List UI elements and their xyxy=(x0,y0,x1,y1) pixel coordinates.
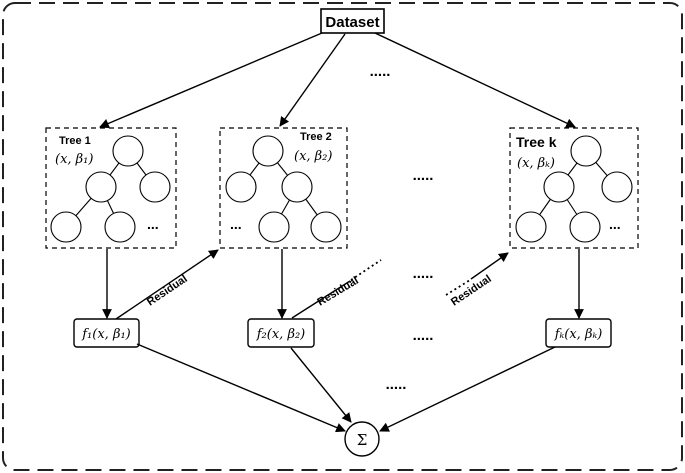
tree-2-node xyxy=(225,171,257,203)
sum-node: Σ xyxy=(344,421,380,457)
residual-arrow-2 xyxy=(291,280,351,319)
arrow-dataset-tree2 xyxy=(279,33,346,127)
tree-1-node xyxy=(104,211,136,243)
ellipsis-functions: ..... xyxy=(413,327,434,344)
tree-k-box: Tree k (x, βₖ) ... xyxy=(509,127,639,249)
tree-2-box: Tree 2 (x, β₂) ... xyxy=(219,127,348,249)
dataset-label: Dataset xyxy=(325,14,379,31)
tree-k-node xyxy=(601,171,633,203)
tree-k-node xyxy=(515,211,547,243)
tree-1-title: Tree 1 xyxy=(59,135,91,147)
ellipsis-trees: ..... xyxy=(413,167,434,184)
residual-arrow-1 xyxy=(115,249,219,320)
tree-2-title: Tree 2 xyxy=(300,131,332,143)
tree-1-node xyxy=(112,135,144,167)
arrow-fk-sum xyxy=(379,346,556,432)
arrow-f2-sum xyxy=(290,347,352,423)
tree-k-node xyxy=(543,171,575,203)
tree-2-node xyxy=(252,135,284,167)
ellipsis-residual: ..... xyxy=(413,265,434,282)
tree-k-node xyxy=(570,135,602,167)
residual-arrow-2-dotted xyxy=(350,259,382,281)
function-1-label: f₁(x, β₁) xyxy=(81,327,131,342)
tree-1-node xyxy=(85,171,117,203)
ellipsis-top: ..... xyxy=(370,63,391,80)
tree-k-title: Tree k xyxy=(516,134,557,150)
tree-2-node xyxy=(310,211,342,243)
tree-2-node xyxy=(281,171,313,203)
tree-1-box: Tree 1 (x, β₁) ... xyxy=(45,127,177,249)
ellipsis-sum: ..... xyxy=(386,376,407,393)
residual-label-1: Residual xyxy=(145,273,190,309)
tree-k-param: (x, βₖ) xyxy=(517,156,555,171)
function-box-1: f₁(x, β₁) xyxy=(73,318,140,348)
tree-1-node xyxy=(50,211,82,243)
tree-1-param: (x, β₁) xyxy=(55,152,93,167)
tree-2-more: ... xyxy=(230,216,242,232)
tree-1-node xyxy=(139,171,171,203)
arrow-dataset-tree1 xyxy=(99,32,323,129)
tree-2-node xyxy=(258,211,290,243)
tree-k-node xyxy=(569,211,601,243)
function-2-label: f₂(x, β₂) xyxy=(256,327,306,342)
tree-2-param: (x, β₂) xyxy=(294,149,332,164)
function-k-label: fₖ(x, βₖ) xyxy=(554,327,603,342)
sum-symbol: Σ xyxy=(357,431,368,449)
dataset-node: Dataset xyxy=(320,8,385,34)
arrow-f1-sum xyxy=(136,343,346,433)
function-box-2: f₂(x, β₂) xyxy=(247,318,315,348)
tree-1-more: ... xyxy=(147,216,159,232)
function-box-k: fₖ(x, βₖ) xyxy=(545,318,612,348)
arrow-dataset-treek xyxy=(374,32,576,128)
residual-label-2: Residual xyxy=(315,275,360,309)
tree-k-more: ... xyxy=(609,216,621,232)
residual-arrow-k xyxy=(470,252,509,280)
